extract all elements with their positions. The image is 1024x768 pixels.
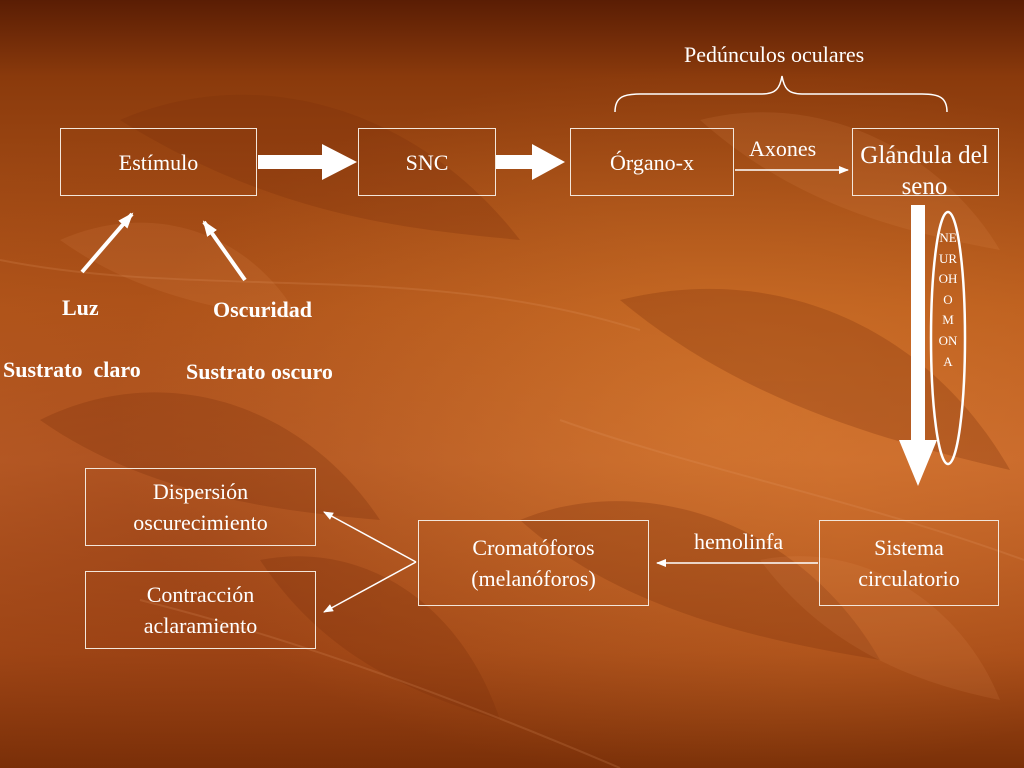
cromatoforos-line1: Cromatóforos: [472, 535, 595, 560]
arrow-glandula-sistema: [899, 205, 937, 486]
glandula-label: Glándula del seno: [860, 142, 989, 200]
box-dispersion: Dispersión oscurecimiento: [85, 468, 316, 546]
box-snc: SNC: [358, 128, 496, 196]
neurohormona-label: NEUROHOMONA: [938, 230, 958, 369]
hemolinfa-label: hemolinfa: [694, 529, 784, 554]
arrow-to-dispersion: [323, 511, 417, 563]
pedunculos-label: Pedúnculos oculares: [684, 42, 865, 67]
dispersion-line2: oscurecimiento: [133, 510, 268, 535]
box-estimulo: Estímulo: [60, 128, 257, 196]
arrow-snc-organo: [496, 144, 565, 180]
sustrato-claro-label: Sustrato claro: [3, 357, 141, 382]
organo-x-label: Órgano-x: [610, 149, 694, 175]
box-organo-x: Órgano-x: [570, 128, 734, 196]
neurohormona-ellipse: [929, 210, 967, 466]
oscuridad-label: Oscuridad: [213, 297, 313, 322]
pedunculos-brace: [614, 75, 948, 113]
box-cromatoforos: Cromatóforos (melanóforos): [418, 520, 649, 606]
snc-label: SNC: [405, 149, 449, 175]
box-contraccion: Contracción aclaramiento: [85, 571, 316, 649]
sistema-line2: circulatorio: [858, 566, 960, 591]
arrow-oscuridad: [202, 220, 247, 282]
box-sistema-circulatorio: Sistema circulatorio: [819, 520, 999, 606]
arrow-estimulo-snc: [258, 144, 357, 180]
luz-label: Luz: [62, 295, 99, 320]
axones-label: Axones: [749, 136, 817, 161]
cromatoforos-line2: (melanóforos): [471, 566, 596, 591]
dispersion-line1: Dispersión: [152, 479, 249, 504]
estimulo-label: Estímulo: [118, 149, 199, 175]
sustrato-oscuro-label: Sustrato oscuro: [186, 359, 333, 384]
contraccion-line1: Contracción: [146, 582, 255, 607]
box-glandula-del-seno: Glándula del seno: [852, 128, 999, 200]
contraccion-line2: aclaramiento: [143, 613, 258, 638]
arrow-to-contraccion: [323, 561, 417, 613]
arrow-luz: [80, 212, 134, 274]
sistema-line1: Sistema: [874, 535, 944, 560]
